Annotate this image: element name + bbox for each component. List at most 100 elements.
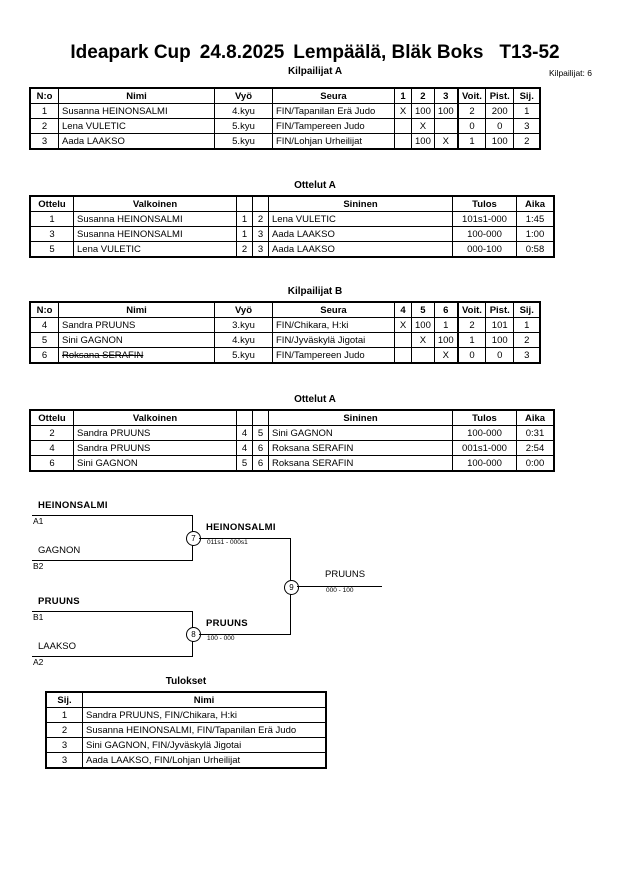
cell-time: 1:45 (516, 211, 554, 227)
cell-rank: 3 (46, 752, 83, 768)
bracket-line (199, 538, 290, 539)
col-m3: 3 (433, 88, 459, 104)
cell-white-name: Sandra PRUUNS (73, 425, 237, 441)
cell-match-2 (411, 347, 435, 363)
cell-no: 5 (30, 332, 59, 348)
cell-match-no: 4 (30, 440, 74, 456)
cell-match-1 (394, 133, 412, 149)
bracket-line (32, 560, 192, 561)
cell-club: FIN/Tampereen Judo (272, 347, 395, 363)
cell-club: FIN/Lohjan Urheilijat (272, 133, 395, 149)
cell-result: 100-000 (452, 425, 517, 441)
cell-match-no: 5 (30, 241, 74, 257)
cell-blue-no: 2 (252, 211, 269, 227)
cell-wins: 2 (456, 103, 487, 119)
cell-white-name: Lena VULETIC (73, 241, 237, 257)
cell-white-name: Susanna HEINONSALMI (73, 211, 237, 227)
bracket-entrant-seed-3: B1 (33, 612, 44, 622)
cell-result: 101s1-000 (452, 211, 517, 227)
cell-belt: 3.kyu (214, 317, 273, 333)
col-m2: 2 (411, 88, 435, 104)
cell-time: 0:00 (516, 455, 554, 471)
bracket-semi-bottom-winner: PRUUNS (206, 618, 248, 629)
event-name: Ideapark Cup (70, 42, 191, 63)
cell-blue-name: Roksana SERAFIN (268, 440, 453, 456)
col-name: Nimi (58, 88, 215, 104)
cell-rank: 2 (513, 133, 541, 149)
cell-white-no: 2 (236, 241, 253, 257)
bracket-line (297, 586, 382, 587)
cell-name: Aada LAAKSO, FIN/Lohjan Urheilijat (82, 752, 326, 768)
cell-match-2: 100 (411, 103, 435, 119)
col-no: N:o (30, 302, 59, 318)
cell-white-name: Sini GAGNON (73, 455, 237, 471)
cell-result: 100-000 (452, 226, 517, 242)
col-m5: 5 (411, 302, 435, 318)
cell-rank: 2 (513, 332, 541, 348)
table-header-row: N:o Nimi Vyö Seura 4 5 6 Voit. Pist. Sij… (30, 302, 541, 318)
bracket-entrant-name-1: HEINONSALMI (38, 500, 108, 511)
col-rank: Sij. (513, 88, 541, 104)
cell-white-name: Susanna HEINONSALMI (73, 226, 237, 242)
pool-a-caption: Kilpailijat A (287, 66, 343, 77)
cell-match-no: 1 (30, 211, 74, 227)
table-header-row: Ottelu Valkoinen Sininen Tulos Aika (30, 410, 554, 426)
cell-name: Aada LAAKSO (58, 133, 215, 149)
cell-name: Susanna HEINONSALMI (58, 103, 215, 119)
cell-wins: 2 (456, 317, 487, 333)
bracket-entrant-seed-2: B2 (33, 561, 44, 571)
cell-name: Sandra PRUUNS (58, 317, 215, 333)
col-belt: Vyö (214, 88, 273, 104)
cell-result: 001s1-000 (452, 440, 517, 456)
cell-belt: 4.kyu (214, 332, 273, 348)
bracket-line (32, 611, 192, 612)
pool-b-table: N:o Nimi Vyö Seura 4 5 6 Voit. Pist. Sij… (28, 301, 542, 364)
cell-club: FIN/Chikara, H:ki (272, 317, 395, 333)
cell-wins: 0 (456, 118, 487, 134)
cell-match-3: X (433, 347, 459, 363)
cell-blue-name: Aada LAAKSO (268, 226, 453, 242)
cell-rank: 3 (513, 118, 541, 134)
cell-points: 100 (485, 133, 515, 149)
cell-match-2: 100 (411, 317, 435, 333)
col-name: Nimi (82, 692, 326, 708)
cell-belt: 5.kyu (214, 118, 273, 134)
results-caption: Tulokset (165, 676, 207, 687)
cell-white-no: 5 (236, 455, 253, 471)
bracket-semi-top-score: 011s1 - 000s1 (207, 539, 248, 546)
cell-name: Sini GAGNON (58, 332, 215, 348)
col-club: Seura (272, 88, 395, 104)
bracket-entrant-seed-4: A2 (33, 657, 44, 667)
bracket-line (199, 634, 290, 635)
cell-no: 2 (30, 118, 59, 134)
cell-time: 1:00 (516, 226, 554, 242)
cell-wins: 1 (456, 133, 487, 149)
table-header-row: N:o Nimi Vyö Seura 1 2 3 Voit. Pist. Sij… (30, 88, 541, 104)
cell-no: 4 (30, 317, 59, 333)
col-blue-no (252, 410, 269, 426)
cell-blue-name: Lena VULETIC (268, 211, 453, 227)
cell-white-name: Sandra PRUUNS (73, 440, 237, 456)
cell-match-no: 3 (30, 226, 74, 242)
cell-time: 0:58 (516, 241, 554, 257)
cell-wins: 0 (456, 347, 487, 363)
cell-blue-name: Aada LAAKSO (268, 241, 453, 257)
col-belt: Vyö (214, 302, 273, 318)
cell-match-2: X (411, 332, 435, 348)
col-time: Aika (516, 196, 554, 212)
col-points: Pist. (485, 88, 515, 104)
